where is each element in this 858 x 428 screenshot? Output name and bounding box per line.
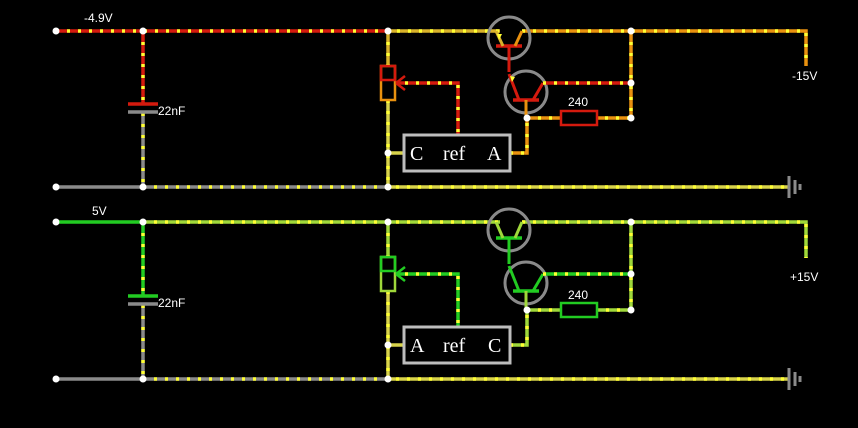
transistor-icon	[503, 69, 549, 118]
top-reg-pin-middle: ref	[443, 143, 466, 165]
bottom-input-voltage: 5V	[92, 204, 107, 218]
transistor-icon	[486, 15, 532, 72]
ground-icon	[787, 176, 802, 198]
capacitor-icon	[128, 294, 158, 306]
top-nodes	[52, 27, 635, 191]
bottom-circuit: 22nF A ref C	[52, 204, 818, 390]
top-circuit: 22nF C ref A	[52, 11, 817, 198]
potentiometer-icon	[379, 255, 460, 327]
bottom-output-voltage: +15V	[790, 270, 818, 284]
top-resistor-label: 240	[568, 95, 588, 109]
voltage-regulator-icon: C ref A	[402, 133, 512, 173]
bottom-nodes	[52, 218, 635, 383]
potentiometer-icon	[379, 64, 460, 135]
top-capacitor-label: 22nF	[158, 104, 185, 118]
bottom-reg-pin-left: A	[410, 335, 425, 357]
capacitor-icon	[128, 102, 158, 114]
top-reg-pin-right: A	[487, 143, 502, 165]
bottom-reg-pin-middle: ref	[443, 335, 466, 357]
bottom-capacitor-label: 22nF	[158, 296, 185, 310]
top-input-voltage: -4.9V	[84, 11, 113, 25]
bottom-reg-pin-right: C	[488, 335, 501, 357]
resistor-icon	[559, 109, 599, 127]
ground-icon	[787, 368, 802, 390]
top-output-voltage: -15V	[792, 69, 817, 83]
bottom-resistor-label: 240	[568, 288, 588, 302]
voltage-regulator-icon: A ref C	[402, 325, 512, 365]
transistor-icon	[486, 207, 532, 264]
transistor-icon	[503, 260, 549, 310]
resistor-icon	[559, 301, 599, 319]
top-reg-pin-left: C	[410, 143, 423, 165]
